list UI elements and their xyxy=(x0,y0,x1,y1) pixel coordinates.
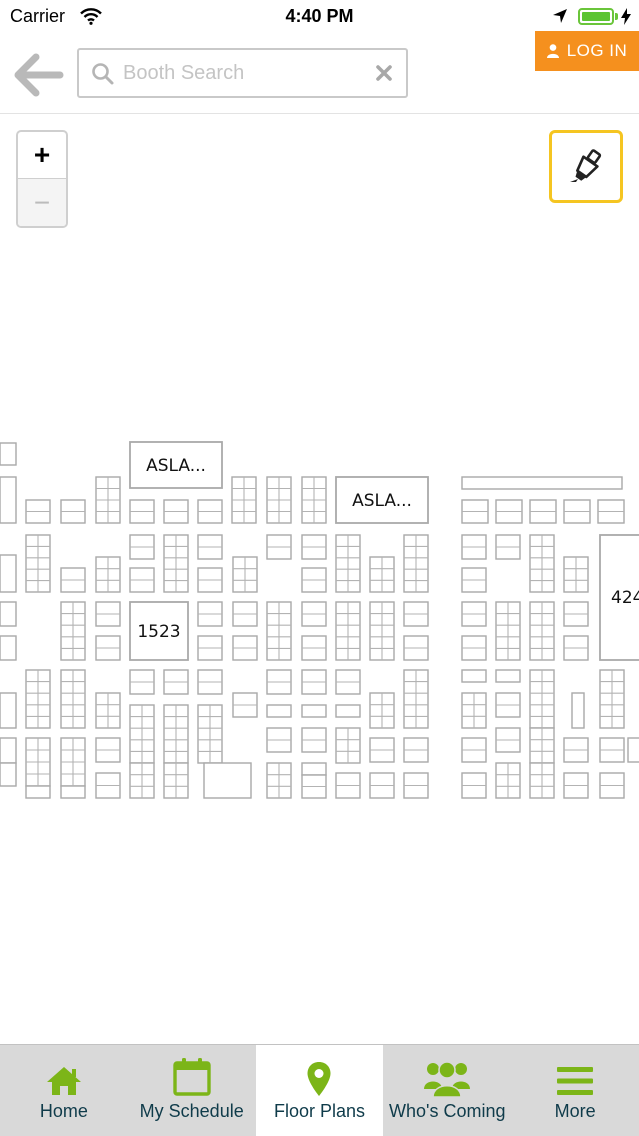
booth xyxy=(335,704,361,718)
wifi-icon xyxy=(80,8,102,30)
booth xyxy=(0,554,17,593)
booth xyxy=(129,441,223,489)
menu-icon xyxy=(557,1067,594,1095)
location-arrow-icon xyxy=(552,8,568,29)
back-arrow-icon xyxy=(14,53,64,97)
highlighter-icon xyxy=(570,148,602,182)
tab-label: Home xyxy=(39,1101,88,1121)
tab-bar: Home My Schedule Floor Plans Who's Comin… xyxy=(0,1044,639,1136)
booth xyxy=(301,704,327,718)
zoom-out-button[interactable]: − xyxy=(18,179,66,226)
battery-icon xyxy=(578,8,614,25)
booth xyxy=(60,785,86,799)
booth xyxy=(0,476,17,524)
floor-plan-canvas[interactable]: ASLA... ASLA... 1523 424 xyxy=(0,115,639,1044)
booth xyxy=(627,737,639,763)
booth xyxy=(25,785,51,799)
tab-more[interactable]: More xyxy=(511,1045,639,1136)
tab-floor-plans[interactable]: Floor Plans xyxy=(255,1045,384,1136)
login-button[interactable]: LOG IN xyxy=(535,31,639,71)
booth xyxy=(461,476,623,490)
booth xyxy=(301,762,327,776)
status-time: 4:40 PM xyxy=(285,6,354,26)
booth xyxy=(571,692,585,729)
tab-label: Who's Coming xyxy=(389,1101,506,1121)
booth-label[interactable]: ASLA... xyxy=(352,491,412,511)
highlight-button[interactable] xyxy=(549,130,623,203)
booth xyxy=(461,669,487,683)
floor-plan-map[interactable]: ASLA... ASLA... 1523 424 + − xyxy=(0,115,639,1044)
tab-label: Floor Plans xyxy=(273,1101,366,1121)
login-label: LOG IN xyxy=(566,41,628,60)
home-icon xyxy=(46,1067,81,1095)
booth xyxy=(266,704,292,718)
booth xyxy=(0,762,17,787)
booth xyxy=(335,476,429,524)
booth-label[interactable]: ASLA... xyxy=(146,456,206,476)
back-button[interactable] xyxy=(12,52,66,98)
zoom-control: + − xyxy=(16,130,68,228)
charging-bolt-icon xyxy=(621,8,631,30)
status-bar: Carrier 4:40 PM xyxy=(0,0,639,34)
booth xyxy=(203,762,252,799)
people-icon xyxy=(424,1061,471,1097)
battery-nub xyxy=(615,13,618,20)
tab-home[interactable]: Home xyxy=(0,1045,128,1136)
search-box xyxy=(77,48,408,98)
booth-label[interactable]: 1523 xyxy=(137,622,180,642)
clear-search-icon[interactable] xyxy=(375,64,393,87)
map-pin-icon xyxy=(307,1062,331,1096)
zoom-in-button[interactable]: + xyxy=(18,132,66,179)
search-icon xyxy=(91,62,115,91)
carrier-label: Carrier xyxy=(10,6,66,26)
user-icon xyxy=(546,44,559,58)
booth xyxy=(495,669,521,683)
booth xyxy=(0,635,17,661)
booth-search-input[interactable] xyxy=(123,57,363,89)
tab-whos-coming[interactable]: Who's Coming xyxy=(383,1045,511,1136)
booth xyxy=(0,737,17,764)
calendar-icon xyxy=(172,1058,211,1096)
booth xyxy=(0,601,17,627)
booth xyxy=(129,601,189,661)
booth-label[interactable]: 424 xyxy=(611,588,639,608)
tab-label: More xyxy=(554,1101,596,1121)
tab-label: My Schedule xyxy=(139,1101,244,1121)
booth xyxy=(599,534,639,661)
header: LOG IN xyxy=(0,31,639,114)
booth xyxy=(0,442,17,466)
tab-my-schedule[interactable]: My Schedule xyxy=(128,1045,256,1136)
booth xyxy=(0,692,17,729)
